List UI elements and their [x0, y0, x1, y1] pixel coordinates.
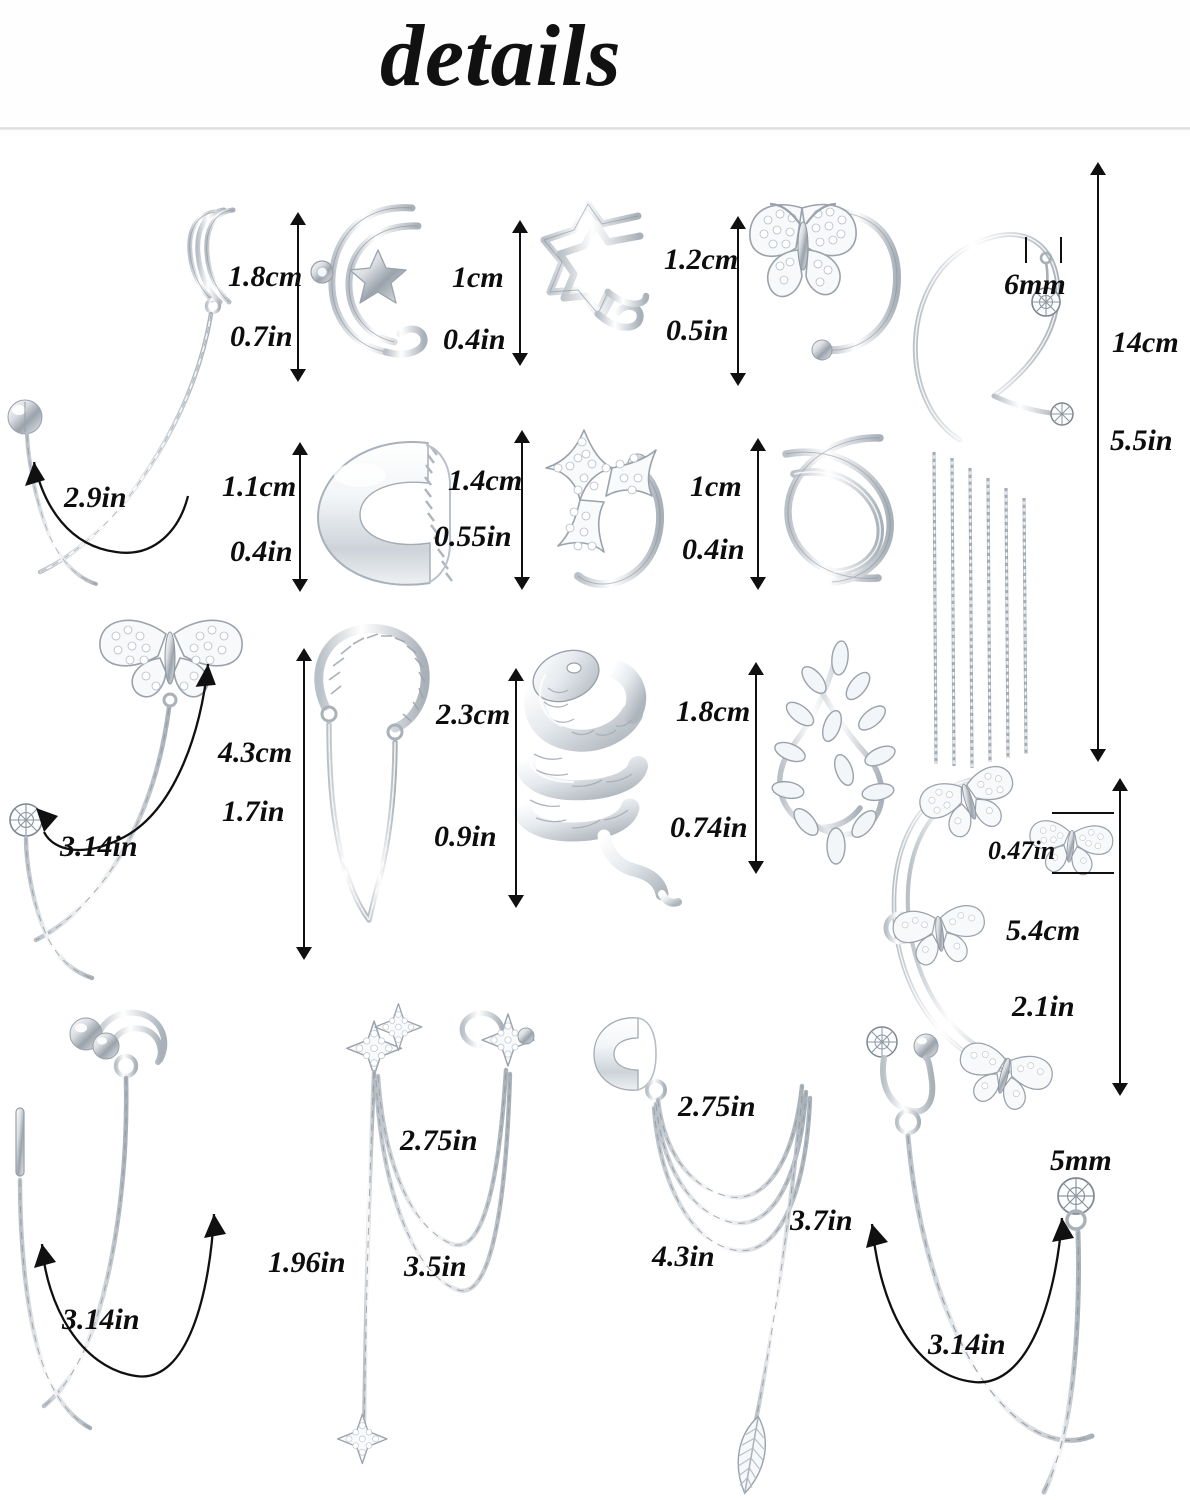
- dimension-arrow-star-cuff: [290, 212, 306, 382]
- dimension-arrow-tassel: [1090, 162, 1106, 762]
- label-leaf-vine-in: 0.74in: [670, 811, 748, 844]
- label-feather-drop: 3.7in: [790, 1204, 853, 1237]
- dimension-arrow-leaf-vine: [748, 662, 764, 874]
- label-butterfly-climber-cm: 5.4cm: [1006, 914, 1081, 947]
- chain-ball-stud-cuff: [0, 180, 260, 600]
- label-star-chain-upper: 2.75in: [400, 1124, 478, 1157]
- label-cuff-chain-upper: 2.75in: [678, 1090, 756, 1123]
- dimension-arrow-butterfly-climber: [1112, 778, 1128, 1096]
- label-starfish-cm: 1.4cm: [448, 464, 523, 497]
- label-chain-ball-stud: 2.9in: [64, 481, 127, 514]
- label-tassel-crystal: 6mm: [1004, 268, 1066, 301]
- star-double-band-cuff: [300, 190, 450, 380]
- label-wide-band-in: 0.4in: [230, 535, 293, 568]
- butterfly-chain-earring: [0, 590, 300, 990]
- bracket-tick-left-6mm: [1025, 237, 1028, 263]
- pave-butterfly-cuff: [740, 190, 910, 375]
- label-star-cuff-in: 0.7in: [230, 320, 293, 353]
- label-star-cuff-cm: 1.8cm: [228, 260, 303, 293]
- callout-arrow-314in-butterfly: [30, 650, 240, 860]
- header-divider-shadow: [0, 130, 1190, 138]
- bracket-line-top-047in: [1052, 812, 1114, 815]
- twisted-cuff-double-chain: [295, 610, 455, 960]
- label-butterfly-single: 0.47in: [988, 836, 1056, 865]
- callout-arrow-29in: [20, 400, 220, 600]
- label-butterfly-chain-alt-in: 1.7in: [222, 795, 285, 828]
- label-wave-cuff-in: 0.4in: [443, 323, 506, 356]
- dimension-arrow-starfish: [514, 430, 530, 590]
- bar-stud-chain-cuff: [0, 1000, 260, 1500]
- label-star-drop-in: 1.96in: [268, 1246, 346, 1279]
- callout-arrow-314in-crystal: [860, 1200, 1100, 1430]
- label-star-chain-lower: 3.5in: [404, 1250, 467, 1283]
- bracket-line-bottom-047in: [1052, 872, 1114, 875]
- crystal-clip-chain-earring: [840, 1000, 1130, 1500]
- label-butterfly-cuff-in: 0.5in: [666, 314, 729, 347]
- criss-cross-cuff: [760, 420, 930, 600]
- dimension-arrow-wide-band: [292, 442, 308, 592]
- label-wide-band-cm: 1.1cm: [222, 470, 297, 503]
- label-leaf-vine-cm: 1.8cm: [676, 695, 751, 728]
- label-criss-cross-in: 0.4in: [682, 533, 745, 566]
- label-butterfly-climber-in: 2.1in: [1012, 990, 1075, 1023]
- label-crystal-chain-in: 3.14in: [928, 1328, 1006, 1361]
- label-starfish-in: 0.55in: [434, 520, 512, 553]
- crystal-tassel-ear-wrap: [890, 150, 1090, 770]
- label-bar-chain-in: 3.14in: [62, 1303, 140, 1336]
- page-title: details: [380, 8, 622, 105]
- pave-starfish-cuff: [520, 420, 690, 605]
- bracket-tick-right-6mm: [1060, 237, 1063, 263]
- dimension-arrow-twist-cuff: [296, 648, 312, 960]
- cuff-triple-chain: [580, 1000, 840, 1500]
- snake-wrap-cuff: [500, 640, 700, 910]
- dimension-arrow-snake: [508, 668, 524, 908]
- label-butterfly-chain-cm: 4.3cm: [218, 736, 293, 769]
- star-burst-chain-earring: [330, 1000, 560, 1500]
- label-twist-cuff-cm: 2.3cm: [436, 698, 511, 731]
- label-tassel-cm: 14cm: [1112, 326, 1179, 359]
- dimension-arrow-criss-cross: [750, 438, 766, 590]
- dimension-arrow-wave-cuff: [512, 220, 528, 366]
- label-wave-cuff-cm: 1cm: [452, 261, 504, 294]
- label-butterfly-chain-in: 3.14in: [60, 830, 138, 863]
- leaf-vine-cuff: [760, 640, 910, 890]
- label-butterfly-cuff-cm: 1.2cm: [664, 243, 739, 276]
- label-cuff-chain-lower: 4.3in: [652, 1240, 715, 1273]
- dimension-arrow-butterfly-cuff: [730, 216, 746, 386]
- label-tassel-in: 5.5in: [1110, 424, 1173, 457]
- label-crystal-size: 5mm: [1050, 1144, 1112, 1177]
- header: details: [0, 0, 1190, 128]
- butterfly-climber-ear-wrap: [880, 760, 1114, 1120]
- header-divider: [0, 127, 1190, 130]
- wide-rope-band-cuff: [300, 425, 480, 605]
- label-criss-cross-cm: 1cm: [690, 470, 742, 503]
- callout-arrow-314in-bar: [30, 1200, 260, 1430]
- label-twist-cuff-in: 0.9in: [434, 820, 497, 853]
- wave-star-outline-cuff: [528, 196, 668, 376]
